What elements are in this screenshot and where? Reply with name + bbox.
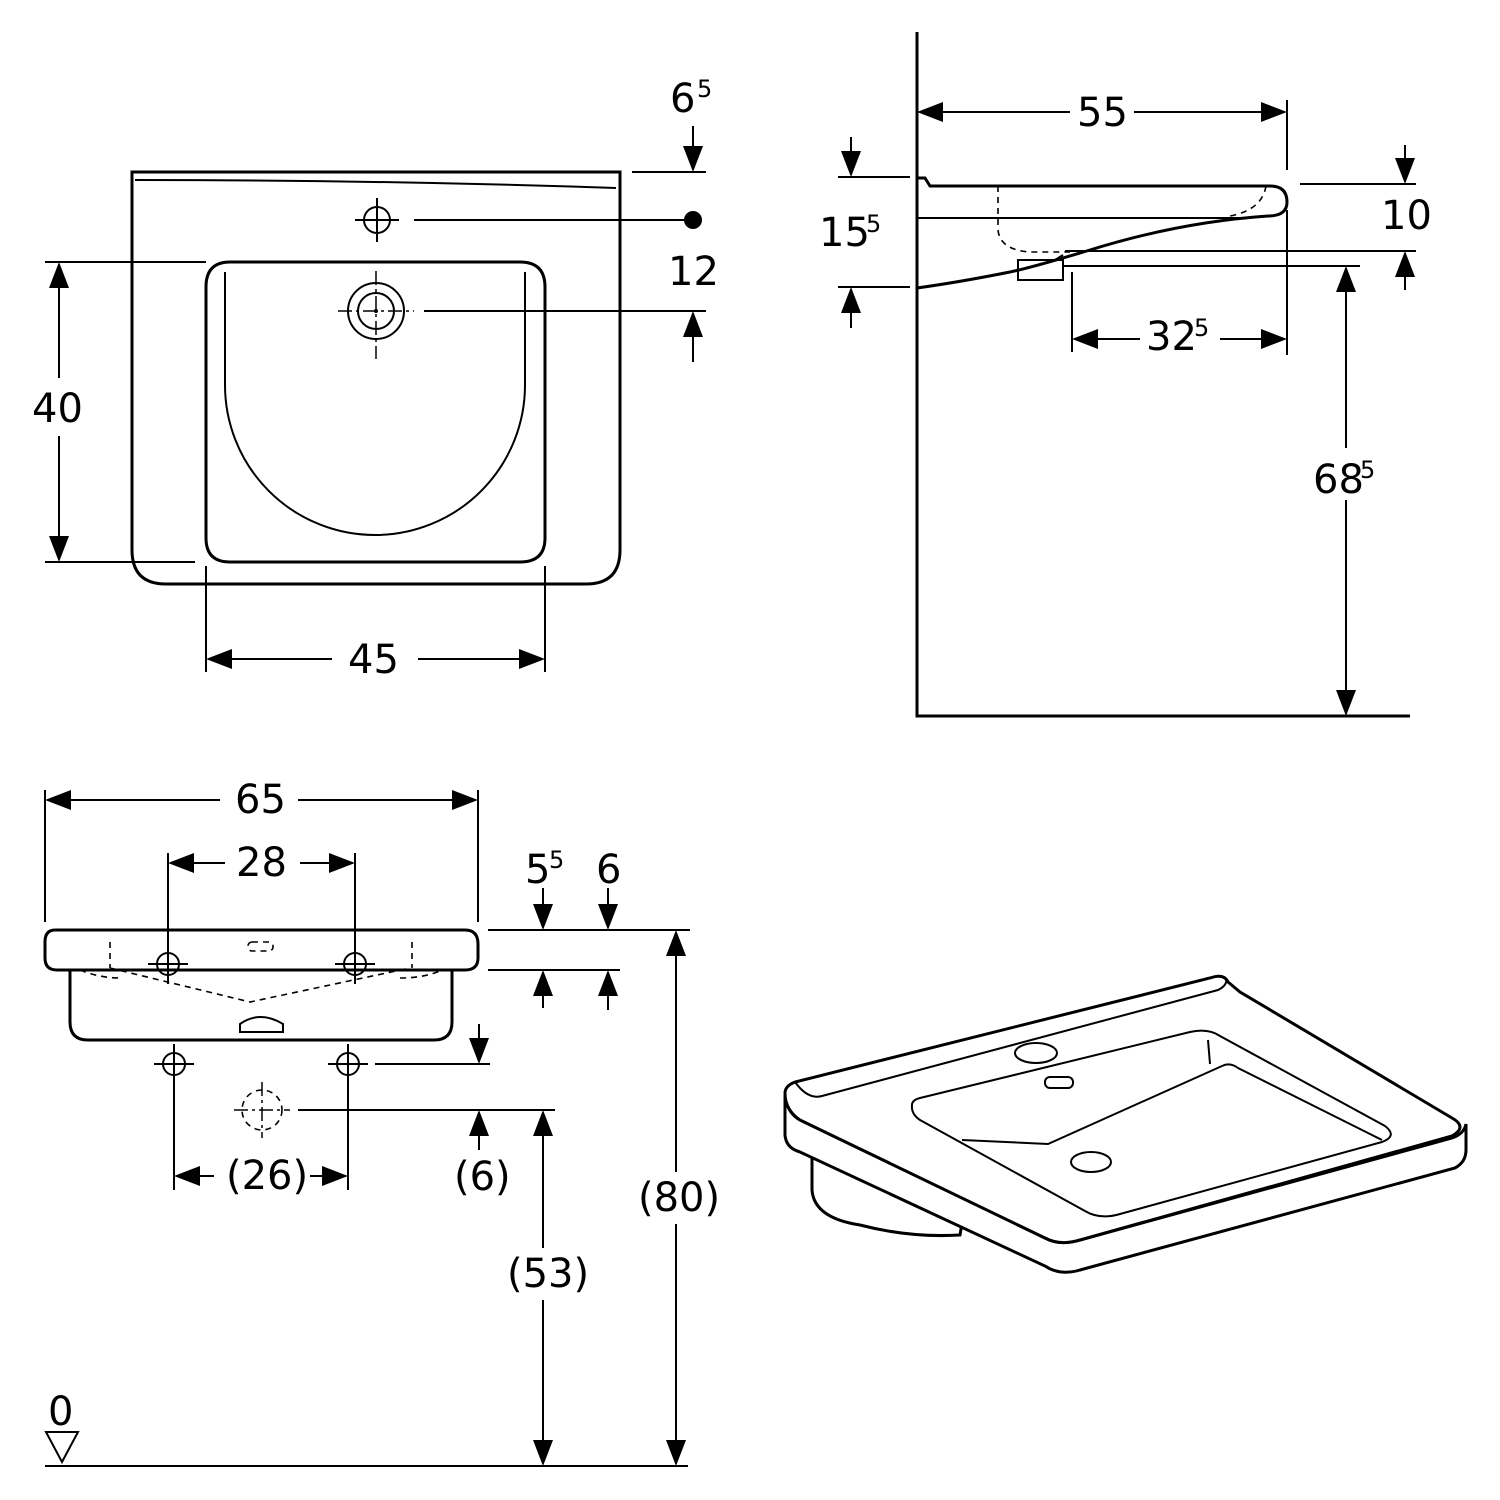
waste-pipe-icon [234,1082,290,1138]
dim-waste-distance-sup: 5 [1194,314,1209,342]
side-view: 55 15 5 10 32 5 68 5 [819,32,1432,718]
waste-connector [239,1016,284,1033]
dim-rim-offset-sup: 5 [697,75,712,103]
iso-top-rim [783,974,1462,1245]
basin-front-rim [43,928,480,972]
dim-left-thickness-sup: 5 [549,846,564,874]
iso-overflow-icon [1044,1076,1074,1089]
front-view: 65 28 5 5 6 (26) (6) (53) (8 [43,777,720,1467]
dim-back-height-sup: 5 [866,210,881,238]
dim-front-height: 10 [1381,193,1432,239]
tap-hole-icon [355,198,399,242]
bowl-outline [204,260,547,564]
iso-waste-icon [1070,1151,1112,1173]
top-view: 6 5 12 40 45 [32,75,719,683]
dim-total-width: 65 [235,777,286,823]
dim-left-thickness: 5 [525,847,550,893]
basin-outline [130,170,622,586]
waste-outlet-icon [338,271,414,359]
dim-back-height: 15 [819,210,870,256]
dim-bowl-width: 45 [348,637,399,683]
isometric-view [783,974,1468,1274]
floor-level-label: 0 [48,1389,73,1435]
dim-supply-offset: (6) [454,1154,511,1200]
dim-supply-distance: (26) [226,1153,308,1199]
dim-waste-height: (53) [507,1251,589,1297]
dim-fixing-distance: 28 [236,840,287,886]
dim-rim-height-sup: 5 [1360,456,1375,484]
dim-right-thickness: 6 [596,847,621,893]
dim-rim-offset: 6 [670,76,695,122]
waste-icon [1017,259,1064,281]
wall-line [915,32,1410,718]
dim-tap-hole-distance: 12 [668,249,719,295]
basin-front-bowl [68,970,454,1042]
iso-bowl [910,1029,1392,1218]
dim-total-height: (80) [638,1175,720,1221]
dim-projection: 55 [1077,90,1128,136]
floor-level-icon [44,1431,80,1465]
dim-bowl-depth: 40 [32,386,83,432]
dim-waste-distance: 32 [1146,314,1197,360]
iso-tap-hole-icon [1014,1042,1058,1064]
basin-side-profile [916,176,1289,290]
dim-rim-height: 68 [1313,457,1364,503]
bowl-inner-curve [224,272,526,536]
